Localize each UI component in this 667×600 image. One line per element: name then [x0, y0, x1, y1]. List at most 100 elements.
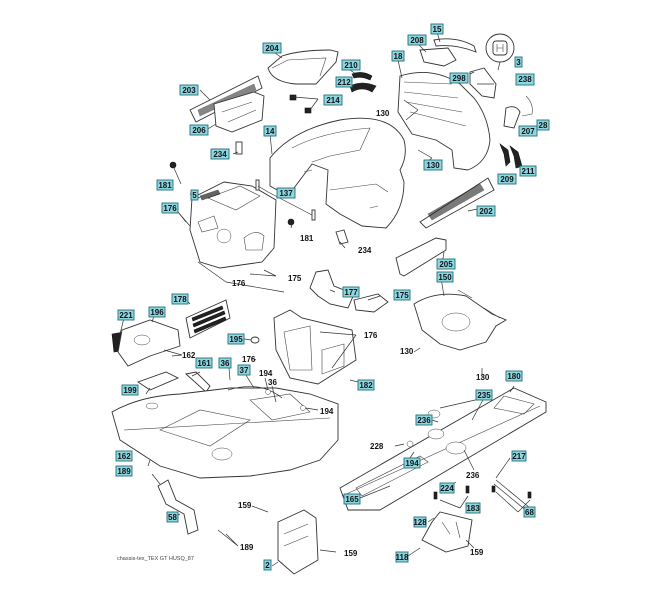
- label-180[interactable]: 180: [505, 370, 523, 382]
- label-14[interactable]: 14: [263, 125, 277, 137]
- label-224[interactable]: 224: [439, 482, 455, 494]
- part-cable[interactable]: [227, 386, 283, 399]
- label-236a[interactable]: 236: [415, 414, 433, 426]
- label-5[interactable]: 5: [190, 189, 199, 201]
- label-58[interactable]: 58: [166, 511, 179, 523]
- part-nut[interactable]: [169, 161, 295, 226]
- label-162a[interactable]: 162: [182, 351, 196, 360]
- part-front-grille[interactable]: [419, 177, 495, 229]
- label-175b[interactable]: 175: [393, 289, 411, 301]
- label-15[interactable]: 15: [430, 23, 444, 35]
- label-161[interactable]: 161: [195, 357, 213, 369]
- label-202[interactable]: 202: [476, 205, 496, 217]
- label-162b[interactable]: 162: [115, 450, 133, 462]
- part-bracket[interactable]: [309, 269, 389, 313]
- label-36b[interactable]: 36: [268, 378, 277, 387]
- label-176d[interactable]: 176: [364, 331, 378, 340]
- label-2[interactable]: 2: [263, 559, 272, 571]
- part-fender-deck[interactable]: [413, 289, 507, 351]
- part-side-trim-left[interactable]: [499, 143, 511, 167]
- label-159c[interactable]: 159: [470, 548, 484, 557]
- label-210[interactable]: 210: [341, 59, 361, 71]
- label-159a[interactable]: 159: [238, 501, 252, 510]
- label-194b[interactable]: 194: [320, 407, 334, 416]
- part-bolt-183[interactable]: [433, 485, 470, 500]
- part-hood-top-panel[interactable]: [267, 49, 339, 85]
- label-159b[interactable]: 159: [344, 549, 358, 558]
- part-frame-rail[interactable]: [355, 455, 429, 497]
- label-189b[interactable]: 189: [240, 543, 254, 552]
- label-211[interactable]: 211: [519, 165, 537, 177]
- part-rear-bracket[interactable]: [277, 509, 319, 575]
- label-181a[interactable]: 181: [156, 179, 174, 191]
- part-light-trim-right[interactable]: [351, 72, 373, 81]
- label-189a[interactable]: 189: [115, 465, 133, 477]
- label-196[interactable]: 196: [148, 306, 166, 318]
- label-234a[interactable]: 234: [210, 148, 230, 160]
- label-194c[interactable]: 194: [403, 457, 421, 469]
- label-3[interactable]: 3: [514, 56, 523, 68]
- label-178[interactable]: 178: [171, 293, 189, 305]
- part-headlight-bracket[interactable]: [419, 47, 457, 67]
- label-206[interactable]: 206: [189, 124, 209, 136]
- label-176c[interactable]: 176: [242, 355, 256, 364]
- label-118[interactable]: 118: [396, 551, 409, 563]
- part-emblem-holder[interactable]: [469, 67, 497, 99]
- label-234b[interactable]: 234: [358, 246, 372, 255]
- label-175a[interactable]: 175: [288, 274, 302, 283]
- label-203[interactable]: 203: [179, 84, 199, 96]
- label-204[interactable]: 204: [262, 42, 282, 54]
- label-181b[interactable]: 181: [300, 234, 314, 243]
- part-hood[interactable]: [269, 117, 406, 229]
- part-skid-plate[interactable]: [421, 511, 473, 553]
- label-194a[interactable]: 194: [259, 369, 273, 378]
- label-37[interactable]: 37: [237, 364, 251, 376]
- label-238[interactable]: 238: [515, 73, 535, 86]
- part-lens[interactable]: [521, 95, 533, 117]
- label-212[interactable]: 212: [335, 76, 353, 88]
- part-fender[interactable]: [111, 387, 339, 479]
- part-lamp-cover[interactable]: [503, 106, 521, 129]
- label-128[interactable]: 128: [413, 516, 427, 528]
- part-front-grille-housing[interactable]: [397, 71, 491, 171]
- part-bracket-58[interactable]: [157, 479, 199, 535]
- label-207[interactable]: 207: [518, 125, 538, 137]
- label-165[interactable]: 165: [343, 493, 361, 505]
- part-hood-side-panel[interactable]: [395, 237, 447, 277]
- part-frame[interactable]: [339, 387, 547, 511]
- part-hood-trim[interactable]: [433, 38, 477, 53]
- label-176a[interactable]: 176: [161, 202, 179, 214]
- part-vent-grille[interactable]: [185, 299, 231, 339]
- label-298[interactable]: 298: [449, 72, 469, 84]
- label-150[interactable]: 150: [436, 271, 454, 283]
- label-18[interactable]: 18: [391, 50, 405, 62]
- label-236b[interactable]: 236: [466, 471, 480, 480]
- part-grille-bracket[interactable]: [213, 91, 265, 133]
- part-bolt[interactable]: [491, 485, 532, 499]
- part-seat-panel[interactable]: [117, 319, 181, 367]
- label-36a[interactable]: 36: [218, 357, 232, 369]
- part-bushing[interactable]: [250, 336, 260, 344]
- label-182[interactable]: 182: [357, 379, 375, 391]
- label-183[interactable]: 183: [465, 502, 481, 514]
- label-214[interactable]: 214: [323, 94, 343, 106]
- label-130a[interactable]: 130: [376, 109, 390, 118]
- label-176b[interactable]: 176: [232, 279, 246, 288]
- label-235[interactable]: 235: [475, 389, 493, 401]
- label-28[interactable]: 28: [536, 119, 550, 131]
- part-dashboard-trim[interactable]: [199, 189, 221, 201]
- label-221[interactable]: 221: [117, 309, 135, 321]
- label-195[interactable]: 195: [227, 333, 245, 345]
- part-side-trim-right[interactable]: [509, 145, 523, 169]
- part-decal[interactable]: [335, 229, 349, 245]
- label-208[interactable]: 208: [407, 34, 427, 46]
- part-logo-emblem[interactable]: [485, 33, 515, 71]
- part-dashboard-housing[interactable]: [189, 181, 277, 269]
- part-lever-cover[interactable]: [185, 371, 211, 393]
- part-dash-panel[interactable]: [273, 309, 357, 385]
- label-130c[interactable]: 130: [400, 347, 414, 356]
- label-199[interactable]: 199: [121, 384, 139, 396]
- label-217[interactable]: 217: [511, 450, 527, 462]
- part-cover-plate[interactable]: [137, 371, 180, 391]
- label-68[interactable]: 68: [523, 506, 536, 518]
